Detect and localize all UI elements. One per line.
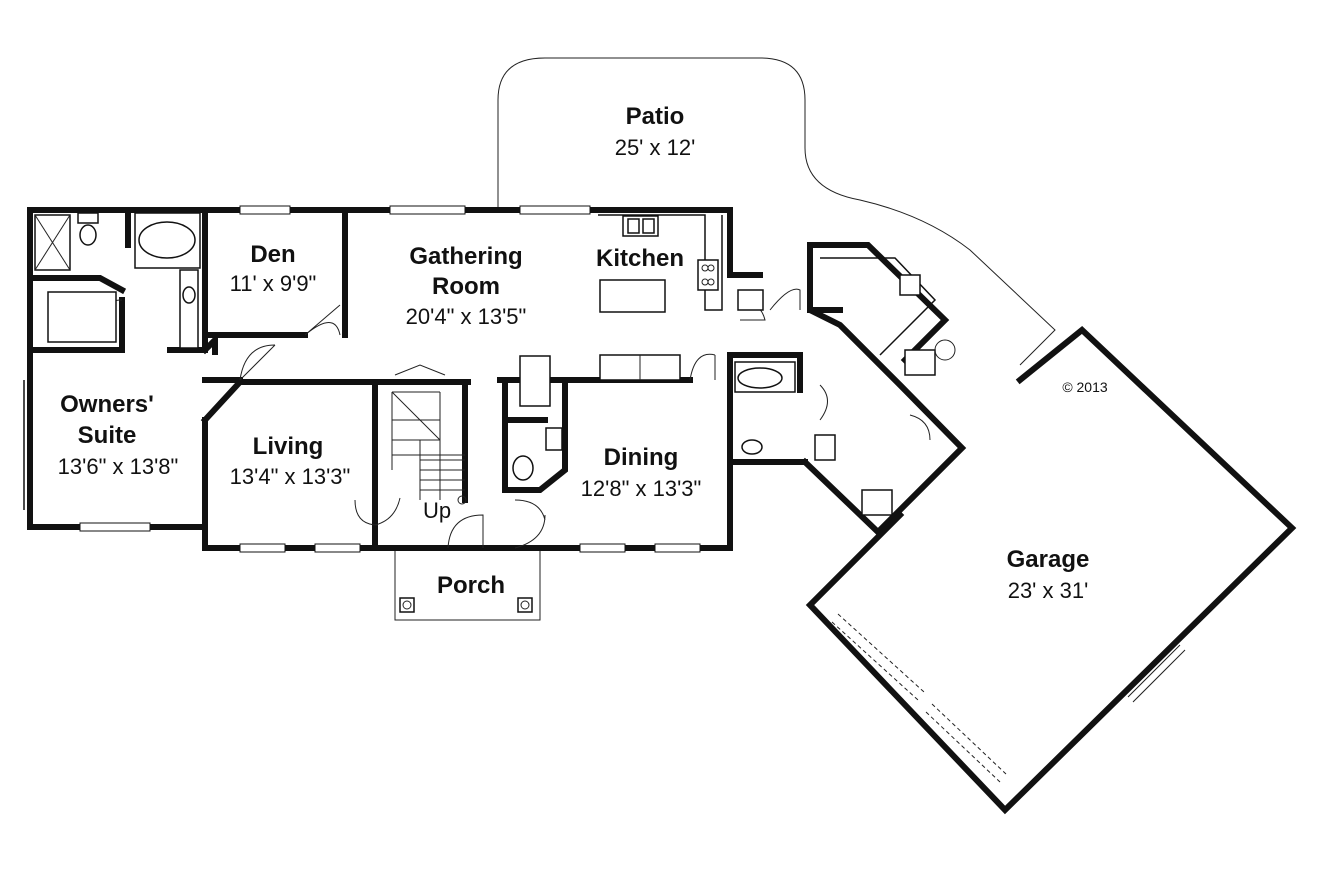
living-size: 13'4" x 13'3"	[230, 464, 351, 489]
den-walls	[202, 207, 348, 353]
dining-name: Dining	[604, 444, 679, 471]
garage-name: Garage	[1007, 546, 1090, 573]
kitchen-fixtures	[598, 214, 764, 381]
kitchen-island	[599, 279, 666, 313]
porch-name: Porch	[437, 572, 505, 599]
patio-outline	[497, 57, 1056, 366]
copyright-text: © 2013	[1062, 379, 1108, 395]
windows	[79, 205, 701, 553]
den-size: 11' x 9'9"	[230, 271, 317, 296]
porch-column-right	[517, 597, 533, 613]
garage-size: 23' x 31'	[1008, 578, 1089, 603]
powder-room-fixtures	[512, 355, 563, 481]
kitchen-name: Kitchen	[596, 245, 684, 272]
porch-column-left	[399, 597, 415, 613]
patio-name: Patio	[626, 103, 685, 130]
patio-size: 25' x 12'	[615, 135, 696, 160]
dining-size: 12'8" x 13'3"	[581, 476, 702, 501]
room-labels: Patio 25' x 12' Den 11' x 9'9" Gathering…	[58, 103, 1108, 603]
stairs-up-label: Up	[423, 498, 451, 523]
gathering-name-line2: Room	[432, 273, 500, 300]
gathering-size: 20'4" x 13'5"	[406, 304, 527, 329]
garage-walls	[805, 326, 1297, 815]
owners-suite-size: 13'6" x 13'8"	[58, 454, 179, 479]
garage-door-left	[831, 613, 1007, 783]
owners-suite-name-line1: Owners'	[60, 391, 154, 418]
owners-suite-name-line2: Suite	[78, 422, 137, 449]
staircase	[391, 364, 467, 505]
owners-bath-fixtures	[34, 212, 201, 349]
living-name: Living	[253, 433, 324, 460]
garage-window	[1127, 644, 1186, 703]
den-name: Den	[250, 241, 295, 268]
gathering-name-line1: Gathering	[409, 243, 522, 270]
living-walls	[200, 377, 471, 551]
